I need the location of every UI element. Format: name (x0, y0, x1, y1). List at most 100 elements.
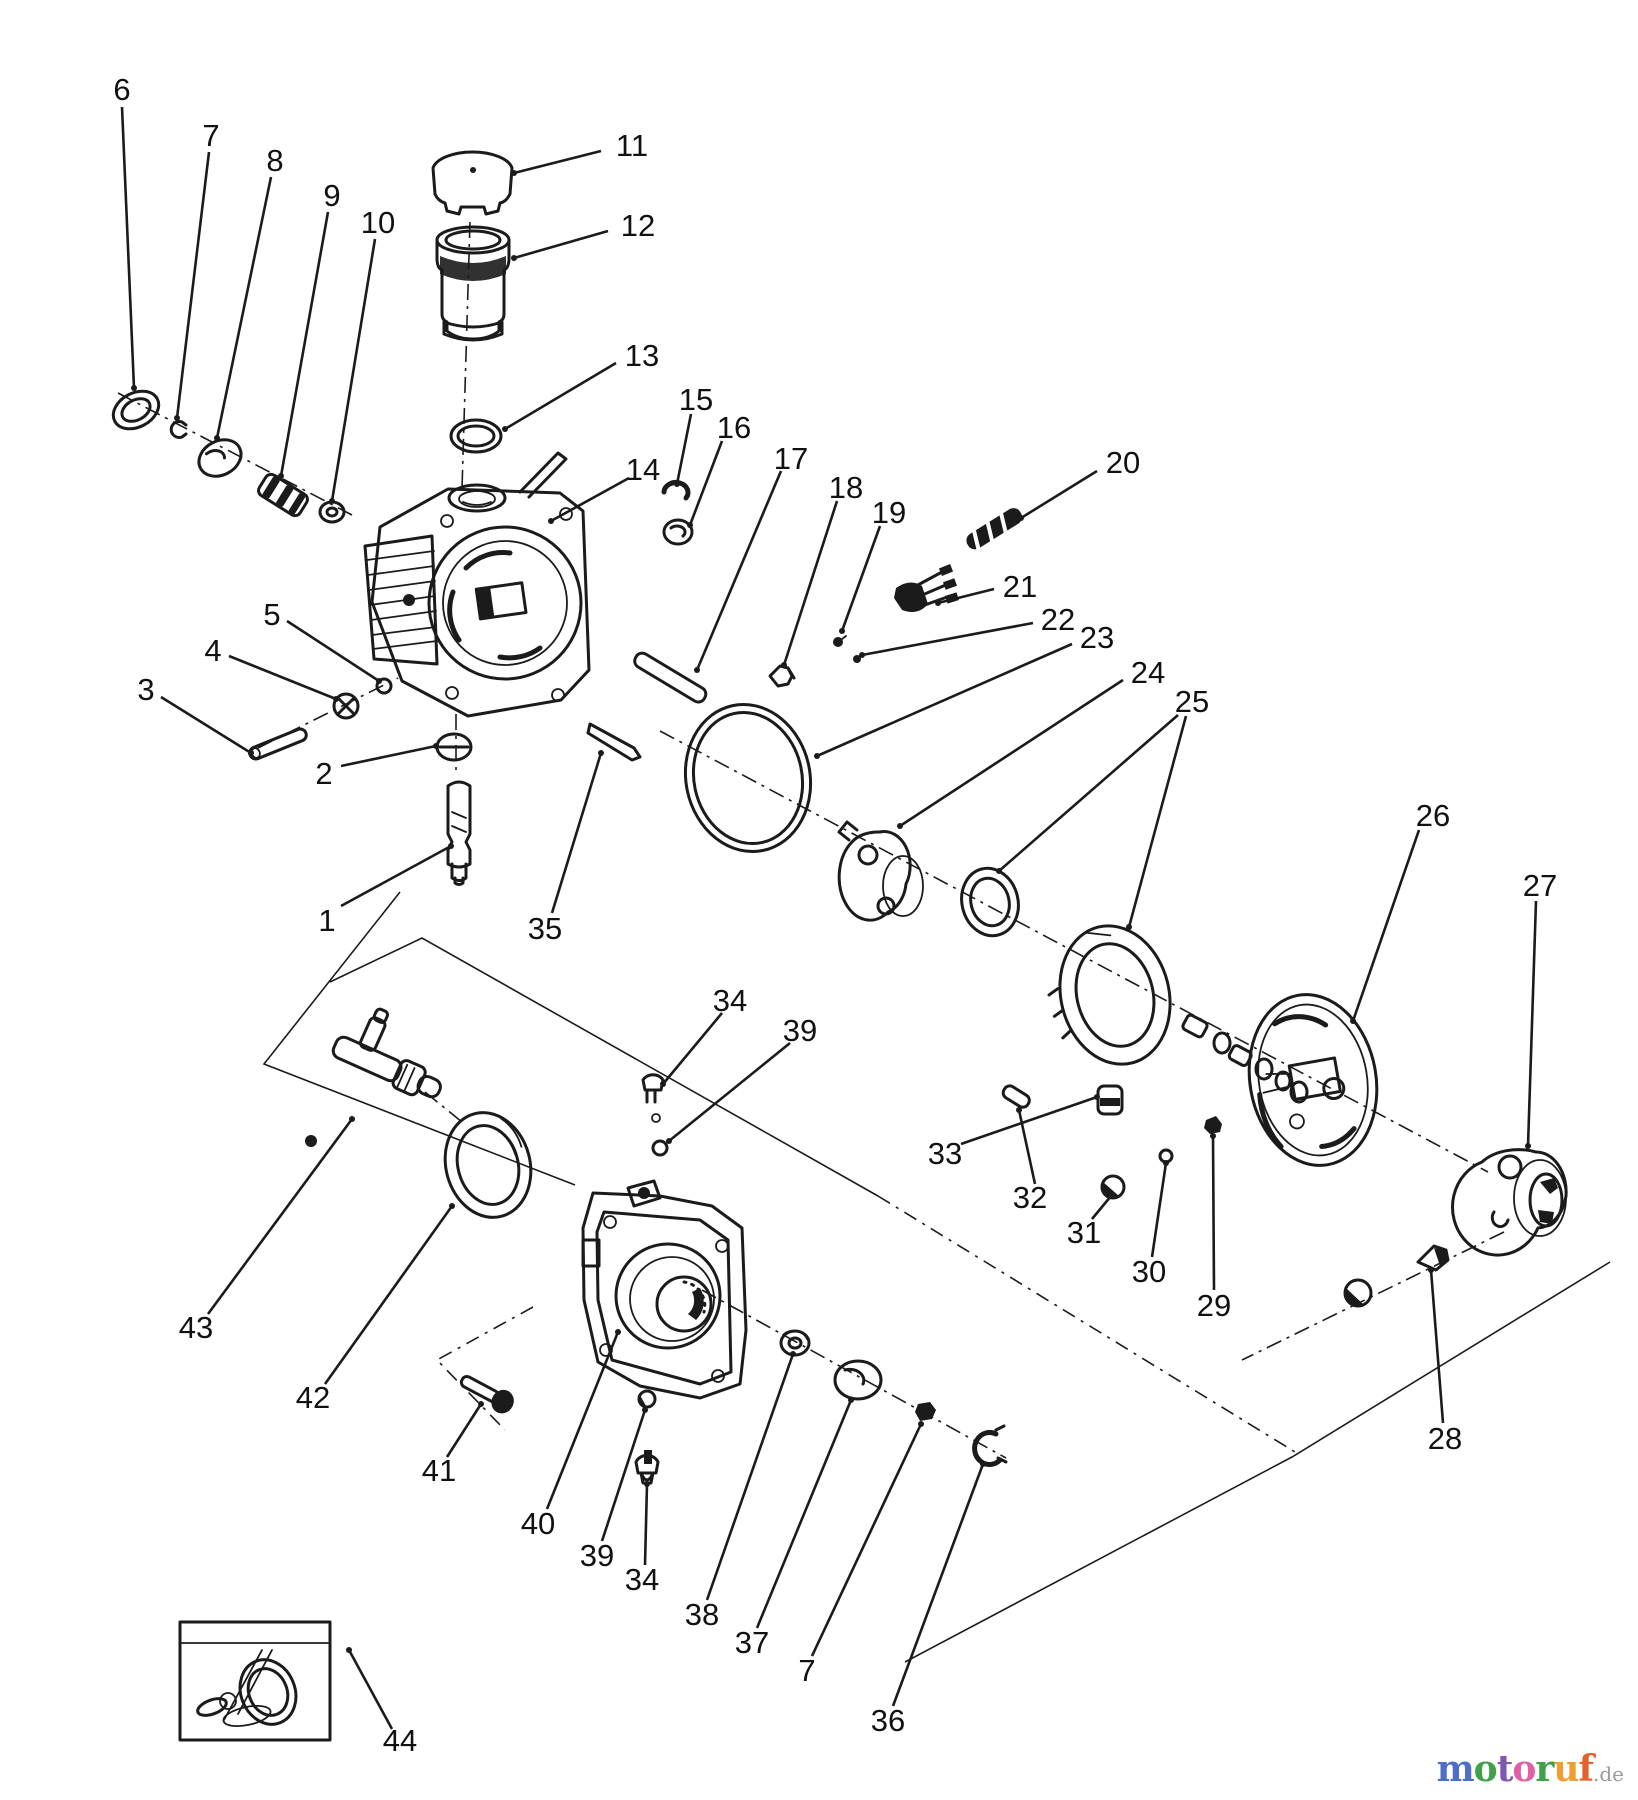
part-cone-7b (915, 1402, 936, 1421)
leader-line-25 (1127, 715, 1188, 928)
leader-dot (174, 415, 180, 421)
leader-dot (248, 750, 254, 756)
watermark-letter: o (1473, 1748, 1498, 1790)
leader-dot (694, 667, 700, 673)
watermark-motoruf: motoruf.de (1437, 1748, 1624, 1790)
leader-line-31 (1090, 1195, 1113, 1220)
watermark-letter: f (1578, 1748, 1594, 1790)
leader-line-37 (755, 1399, 853, 1629)
part-hub-24 (837, 820, 924, 922)
leader-dot (478, 1401, 484, 1407)
callout-label-14: 14 (626, 452, 660, 487)
leader-line-30 (1150, 1162, 1168, 1258)
part-cover-40 (581, 1179, 748, 1400)
part-connector-21 (894, 564, 959, 612)
callout-label-7: 7 (798, 1653, 815, 1688)
leader-line-32 (1017, 1109, 1037, 1185)
callout-label-4: 4 (204, 633, 221, 668)
leader-line-24 (899, 678, 1124, 828)
leader-line-10 (330, 238, 377, 502)
leader-line-16 (688, 440, 724, 526)
callout-label-15: 15 (679, 382, 713, 417)
projection-line (329, 937, 879, 1197)
part-cup-37 (833, 1359, 883, 1401)
leader-dot (349, 1116, 355, 1122)
axis-line (701, 1289, 1007, 1459)
part-pin-33 (1096, 1084, 1124, 1116)
leader-dot (918, 1421, 924, 1427)
callout-label-27: 27 (1523, 868, 1557, 903)
part-spring-20 (966, 508, 1022, 553)
watermark-letter: o (1512, 1748, 1536, 1790)
leader-line-1 (340, 844, 452, 908)
part-washer-38 (779, 1329, 811, 1357)
leader-dot (433, 743, 439, 749)
leader-dot (131, 385, 137, 391)
leader-line-3 (160, 695, 252, 755)
leader-line-15 (675, 413, 693, 485)
callout-label-22: 22 (1041, 602, 1075, 637)
part-plug-29 (1204, 1116, 1222, 1134)
callout-label-37: 37 (735, 1625, 769, 1660)
callout-label-32: 32 (1013, 1180, 1047, 1215)
leader-line-26 (1351, 829, 1421, 1022)
leader-dot (980, 1461, 986, 1467)
part-housing-14 (363, 451, 591, 718)
callout-label-36: 36 (871, 1703, 905, 1738)
leader-dot (448, 843, 454, 849)
leader-dot (1108, 1193, 1114, 1199)
callout-label-8: 8 (266, 143, 283, 178)
callout-label-9: 9 (323, 178, 340, 213)
leader-line-44 (347, 1649, 394, 1730)
callout-label-25: 25 (1175, 684, 1209, 719)
leader-dot (329, 498, 335, 504)
part-plug-34b (634, 1450, 660, 1485)
callout-label-39: 39 (783, 1013, 817, 1048)
part-pin-35 (586, 722, 642, 762)
leader-dot (333, 696, 339, 702)
part-ring-39b (637, 1389, 657, 1409)
leader-line-5 (286, 619, 380, 683)
leader-line-39 (668, 1041, 791, 1143)
callout-label-6: 6 (113, 72, 130, 107)
leader-line-25 (998, 714, 1179, 872)
leader-dot (996, 868, 1002, 874)
leader-line-42 (323, 1205, 454, 1385)
part-collar-25b (1047, 924, 1172, 1066)
callout-label-44: 44 (383, 1723, 417, 1758)
part-key-32 (1001, 1084, 1031, 1109)
part-tee-43 (331, 1007, 442, 1099)
part-ring-39a (651, 1139, 669, 1157)
leader-dot (814, 753, 820, 759)
callout-label-34: 34 (625, 1562, 659, 1597)
watermark-suffix: .de (1593, 1762, 1624, 1786)
part-breather-12 (435, 225, 511, 342)
callout-label-35: 35 (528, 911, 562, 946)
part-ring-2 (435, 732, 473, 762)
projection-line (877, 1195, 1296, 1453)
part-pin-3 (248, 727, 308, 761)
axis-line (659, 730, 1489, 1173)
callout-label-20: 20 (1106, 445, 1140, 480)
leader-dot (781, 662, 787, 668)
leader-dot (1016, 1107, 1022, 1113)
leader-dot (935, 600, 941, 606)
leader-dot (1350, 1018, 1356, 1024)
watermark-letter: r (1535, 1748, 1554, 1790)
axis-line (257, 677, 399, 749)
leader-dot (548, 518, 554, 524)
callout-label-19: 19 (872, 495, 906, 530)
leader-line-9 (279, 211, 330, 477)
callout-label-24: 24 (1131, 655, 1165, 690)
leader-line-18 (782, 500, 839, 666)
leader-dot (859, 652, 865, 658)
part-pin-19 (833, 635, 847, 647)
leader-line-39 (600, 1409, 647, 1542)
part-nut-16 (662, 518, 694, 546)
leader-line-13 (504, 361, 617, 431)
leader-line-19 (840, 525, 882, 632)
callout-label-18: 18 (829, 470, 863, 505)
part-c-clip-7 (169, 420, 188, 439)
callout-labels: 6789101112131415161718192021222324252627… (113, 72, 1557, 1758)
leader-dot (790, 1351, 796, 1357)
